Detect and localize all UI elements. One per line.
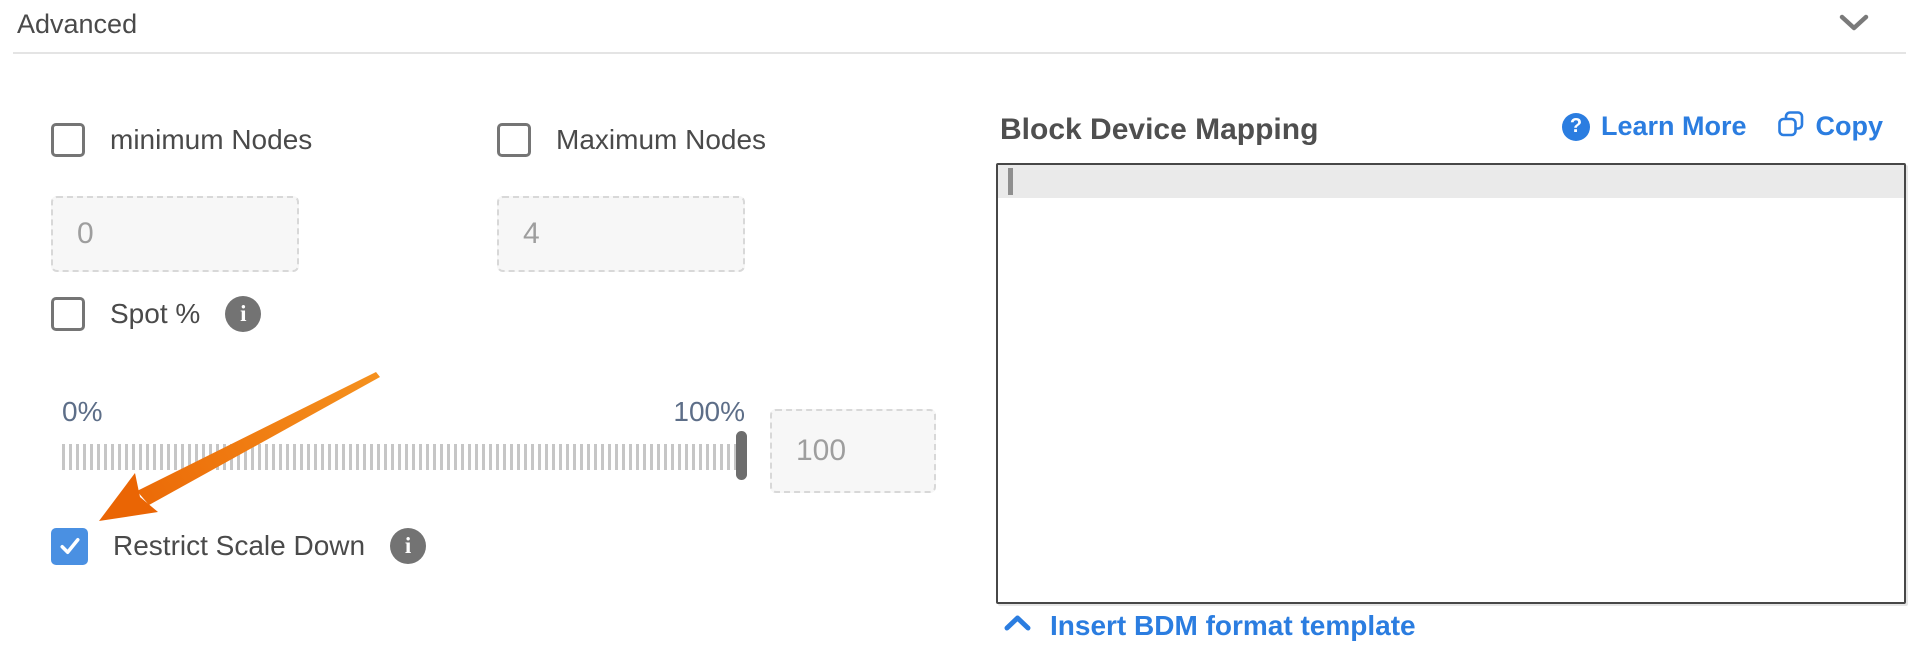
restrict-scale-down-row: Restrict Scale Down i: [51, 527, 427, 565]
copy-icon: [1777, 110, 1805, 143]
minimum-nodes-checkbox[interactable]: [51, 123, 85, 157]
learn-more-link[interactable]: ? Learn More: [1561, 111, 1747, 142]
restrict-scale-down-label: Restrict Scale Down: [113, 530, 366, 561]
spot-percentage-info-icon[interactable]: i: [225, 296, 262, 332]
section-divider: [13, 52, 1906, 54]
question-mark-icon: ?: [1561, 112, 1590, 141]
minimum-nodes-input[interactable]: [51, 196, 299, 272]
chevron-down-icon[interactable]: [1839, 14, 1869, 32]
slider-range-labels: 0% 100%: [62, 396, 745, 428]
maximum-nodes-row: Maximum Nodes: [497, 121, 766, 159]
bdm-active-line: [998, 165, 1904, 198]
maximum-nodes-checkbox[interactable]: [497, 123, 531, 157]
copy-label: Copy: [1815, 111, 1884, 141]
slider-max-label: 100%: [673, 396, 745, 427]
bdm-title: Block Device Mapping: [1000, 113, 1319, 146]
insert-bdm-template-label: Insert BDM format template: [1050, 610, 1416, 641]
spot-percentage-input[interactable]: [770, 409, 936, 493]
spot-percentage-label: Spot %: [110, 298, 201, 329]
slider-min-label: 0%: [62, 396, 103, 427]
maximum-nodes-label: Maximum Nodes: [556, 124, 767, 155]
spot-percentage-slider-handle[interactable]: [736, 431, 747, 480]
spot-percentage-row: Spot % i: [51, 295, 262, 333]
minimum-nodes-label: minimum Nodes: [110, 124, 313, 155]
section-title: Advanced: [17, 9, 138, 39]
maximum-nodes-input[interactable]: [497, 196, 745, 272]
bdm-actions: ? Learn More Copy: [1561, 110, 1884, 143]
copy-button[interactable]: Copy: [1777, 110, 1884, 143]
learn-more-label: Learn More: [1600, 111, 1747, 141]
chevron-up-icon: [1004, 615, 1031, 637]
bdm-text-cursor: [1008, 168, 1013, 195]
restrict-scale-down-info-icon[interactable]: i: [390, 528, 427, 564]
annotation-arrow-icon: [99, 372, 380, 521]
bdm-editor[interactable]: [996, 163, 1906, 604]
minimum-nodes-row: minimum Nodes: [51, 121, 312, 159]
insert-bdm-template-link[interactable]: Insert BDM format template: [1004, 610, 1416, 642]
spot-percentage-checkbox[interactable]: [51, 297, 85, 331]
restrict-scale-down-checkbox[interactable]: [51, 527, 88, 565]
spot-percentage-slider-track[interactable]: [62, 444, 736, 470]
